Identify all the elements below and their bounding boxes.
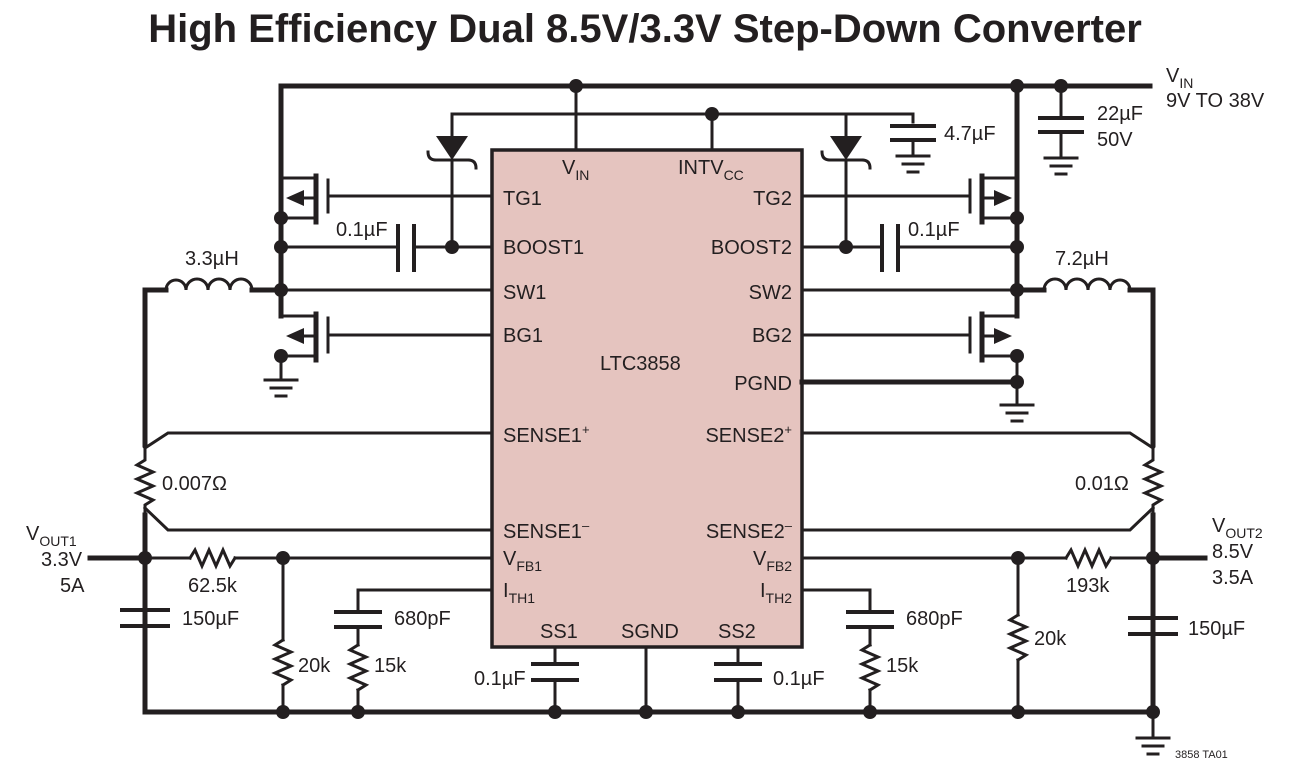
figure-id: 3858 TA01 (1175, 749, 1228, 761)
feedback-divider-2 (800, 546, 1155, 714)
ith2-compensation (800, 588, 894, 714)
pin-tg2: TG2 (753, 188, 792, 210)
output-capacitor-1 (120, 608, 170, 628)
input-cap-voltage: 50V (1097, 129, 1133, 151)
ss1-capacitor (531, 645, 579, 714)
pin-sgnd: SGND (621, 621, 679, 643)
pin-ss1: SS1 (540, 621, 578, 643)
sense-resistor-1 (133, 431, 494, 532)
vout2-label: VOUT2 (1212, 515, 1263, 541)
ss1-cap-value: 0.1µF (474, 668, 526, 690)
pin-vfb2: VFB2 (753, 548, 792, 574)
input-capacitor (1038, 84, 1084, 176)
ground-bus (142, 705, 1171, 756)
pin-vin: VIN (562, 157, 589, 183)
rfb1-top-value: 62.5k (188, 575, 238, 597)
pin-bg2: BG2 (752, 325, 792, 347)
ic-part-number: LTC3858 (600, 353, 681, 375)
rfb2-top-value: 193k (1066, 575, 1110, 597)
rsense2-value: 0.01Ω (1075, 473, 1129, 495)
vout2-voltage: 8.5V (1212, 541, 1254, 563)
output-capacitor-2 (1128, 616, 1178, 636)
pin-vfb1: VFB1 (503, 548, 542, 574)
vin-label: VIN (1166, 65, 1193, 91)
rsense1-value: 0.007Ω (162, 473, 227, 495)
pin-sense2n: SENSE2– (706, 518, 793, 543)
ss2-capacitor (714, 645, 762, 714)
vout2-current: 3.5A (1212, 567, 1254, 589)
rfb2-bottom-value: 20k (1034, 628, 1067, 650)
inductor-2 (1014, 277, 1156, 293)
pin-ith2: ITH2 (760, 580, 792, 606)
cout1-value: 150µF (182, 608, 239, 630)
ith1-cap-value: 680pF (394, 608, 451, 630)
pgnd-ground (799, 375, 1035, 423)
vout1-label: VOUT1 (26, 523, 77, 549)
ith2-res-value: 15k (886, 655, 919, 677)
ith2-cap-value: 680pF (906, 608, 963, 630)
pin-boost2: BOOST2 (711, 237, 792, 259)
ith1-res-value: 15k (374, 655, 407, 677)
pin-sense1p: SENSE1+ (503, 422, 590, 447)
boost2-cap-value: 0.1µF (908, 219, 960, 241)
sense-resistor-2 (800, 431, 1165, 532)
ic-body (490, 148, 804, 649)
boost1-diode (426, 112, 478, 254)
vout1-voltage: 3.3V (41, 549, 83, 571)
sw1-node (274, 283, 494, 297)
ss2-cap-value: 0.1µF (773, 668, 825, 690)
output2-rail (1146, 287, 1208, 715)
pin-pgnd: PGND (734, 373, 792, 395)
diagram-title: High Efficiency Dual 8.5V/3.3V Step-Down… (148, 7, 1142, 51)
inductor-2-value: 7.2µH (1055, 248, 1109, 270)
vin-range: 9V TO 38V (1166, 90, 1265, 112)
pin-ss2: SS2 (718, 621, 756, 643)
rfb1-bottom-value: 20k (298, 655, 331, 677)
inductor-1-value: 3.3µH (185, 248, 239, 270)
pin-sense2p: SENSE2+ (705, 422, 792, 447)
intvcc-network (450, 107, 936, 174)
sw2-node (800, 283, 1024, 297)
vout1-current: 5A (60, 575, 85, 597)
cout2-value: 150µF (1188, 618, 1245, 640)
inductor-1 (142, 277, 284, 293)
pin-intvcc: INTVCC (678, 157, 744, 183)
boost1-capacitor (274, 224, 494, 272)
boost2-diode (820, 112, 872, 254)
pin-ith1: ITH1 (503, 580, 535, 606)
pin-sense1n: SENSE1– (503, 518, 590, 543)
bottom-mosfet-1 (263, 287, 494, 398)
bottom-mosfet-2 (800, 287, 1024, 407)
input-cap-value: 22µF (1097, 103, 1143, 125)
boost1-cap-value: 0.1µF (336, 219, 388, 241)
pin-sw2: SW2 (749, 282, 792, 304)
pin-bg1: BG1 (503, 325, 543, 347)
output1-rail (87, 287, 152, 715)
intvcc-cap-value: 4.7µF (944, 123, 996, 145)
ith1-compensation (334, 588, 494, 714)
pin-boost1: BOOST1 (503, 237, 584, 259)
pin-sw1: SW1 (503, 282, 546, 304)
boost2-capacitor (800, 224, 1024, 272)
pin-tg1: TG1 (503, 188, 542, 210)
